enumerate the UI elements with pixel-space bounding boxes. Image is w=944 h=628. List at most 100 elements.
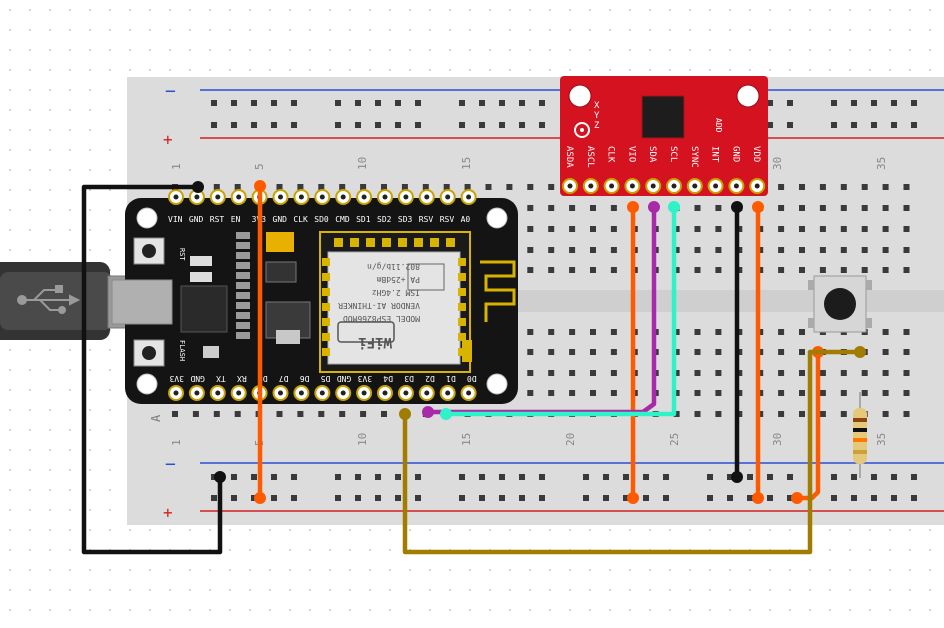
module-pad: [322, 348, 330, 356]
rail-hole: [519, 100, 525, 106]
terminal-hole: [276, 411, 283, 417]
terminal-hole: [903, 349, 910, 355]
rail-hole: [231, 474, 237, 480]
rail-hole: [355, 495, 361, 501]
terminal-hole: [673, 247, 680, 253]
rail-hole: [271, 122, 277, 128]
sensor-pin-hole: [713, 183, 719, 189]
button-signal-wire-end: [854, 346, 866, 358]
terminal-hole: [778, 205, 785, 211]
pin-label: 3V3: [169, 374, 184, 383]
smd-resistor: [236, 272, 250, 279]
flash-button[interactable]: [133, 339, 165, 367]
terminal-hole: [778, 184, 785, 190]
gnd-wire-end: [214, 471, 226, 483]
terminal-hole: [610, 390, 617, 396]
rst-button[interactable]: [133, 237, 165, 265]
terminal-hole: [840, 370, 847, 376]
terminal-hole: [548, 329, 555, 335]
rail-hole: [271, 100, 277, 106]
terminal-hole: [778, 267, 785, 273]
terminal-hole: [694, 267, 701, 273]
column-number: 15: [460, 433, 473, 446]
rail-hole: [643, 495, 649, 501]
module-pad: [382, 238, 391, 247]
module-pad: [458, 303, 466, 311]
terminal-hole: [694, 390, 701, 396]
header-pin-hole: [278, 194, 283, 200]
terminal-hole: [548, 184, 555, 190]
terminal-hole: [882, 390, 889, 396]
sensor-pin-label: VIO: [626, 146, 636, 162]
flash-button-label: FLASH: [178, 340, 186, 361]
module-pad: [458, 258, 466, 266]
terminal-hole: [673, 329, 680, 335]
rail-hole: [643, 474, 649, 480]
module-pad: [414, 238, 423, 247]
column-number: 30: [771, 157, 784, 170]
module-pad: [398, 238, 407, 247]
axis-label: Z: [594, 121, 600, 131]
sensor-pin-hole: [609, 183, 615, 189]
terminal-hole: [694, 247, 701, 253]
terminal-hole: [799, 349, 805, 355]
button-signal-wire-end: [399, 408, 411, 420]
header-pin-hole: [466, 390, 472, 396]
terminal-hole: [799, 329, 805, 335]
sensor-pin-hole: [692, 183, 698, 189]
axis-label: X: [594, 101, 600, 111]
terminal-hole: [673, 390, 680, 396]
push-button[interactable]: [808, 275, 872, 333]
module-text: MODEL ESP8266MOD: [343, 314, 420, 323]
header-pin-hole: [466, 194, 472, 200]
rail-hole: [787, 495, 793, 501]
terminal-hole: [903, 267, 910, 273]
terminal-hole: [172, 411, 178, 417]
sensor-pin-hole: [754, 183, 760, 189]
rail-hole: [355, 100, 361, 106]
vdd-wire-end: [752, 201, 764, 213]
terminal-hole: [213, 411, 220, 417]
rail-hole: [375, 474, 381, 480]
header-pin-hole: [445, 194, 451, 200]
terminal-hole: [527, 329, 534, 335]
rail-plus-top: +: [163, 130, 173, 149]
module-pad: [430, 238, 439, 247]
power-wire-3v3-end: [254, 492, 266, 504]
terminal-hole: [903, 329, 910, 335]
sensor-gnd-wire-end: [731, 471, 743, 483]
terminal-hole: [673, 226, 680, 232]
rst-button-label: RST: [178, 248, 186, 261]
sensor-pin-hole: [650, 183, 656, 189]
rail-hole: [499, 495, 505, 501]
rail-hole: [415, 122, 421, 128]
terminal-hole: [318, 411, 325, 417]
header-pin-hole: [278, 390, 283, 396]
smd-resistor: [236, 302, 250, 309]
terminal-hole: [527, 349, 534, 355]
terminal-hole: [903, 370, 910, 376]
terminal-hole: [736, 329, 743, 335]
smd-resistor: [236, 242, 250, 249]
terminal-hole: [715, 411, 722, 417]
terminal-hole: [297, 411, 304, 417]
vdd-wire-end: [752, 492, 764, 504]
rail-hole: [335, 495, 341, 501]
header-pin-hole: [361, 390, 367, 396]
sensor-pin-label: SYNC: [689, 146, 699, 168]
header-pin-hole: [298, 194, 304, 200]
terminal-hole: [610, 267, 617, 273]
terminal-hole: [715, 329, 722, 335]
terminal-hole: [401, 184, 408, 190]
terminal-hole: [736, 247, 743, 253]
rail-hole: [291, 495, 297, 501]
terminal-hole: [799, 370, 805, 376]
terminal-hole: [715, 370, 722, 376]
terminal-hole: [819, 411, 826, 417]
terminal-hole: [610, 329, 617, 335]
terminal-hole: [527, 184, 534, 190]
pin-label: D2: [425, 374, 435, 383]
